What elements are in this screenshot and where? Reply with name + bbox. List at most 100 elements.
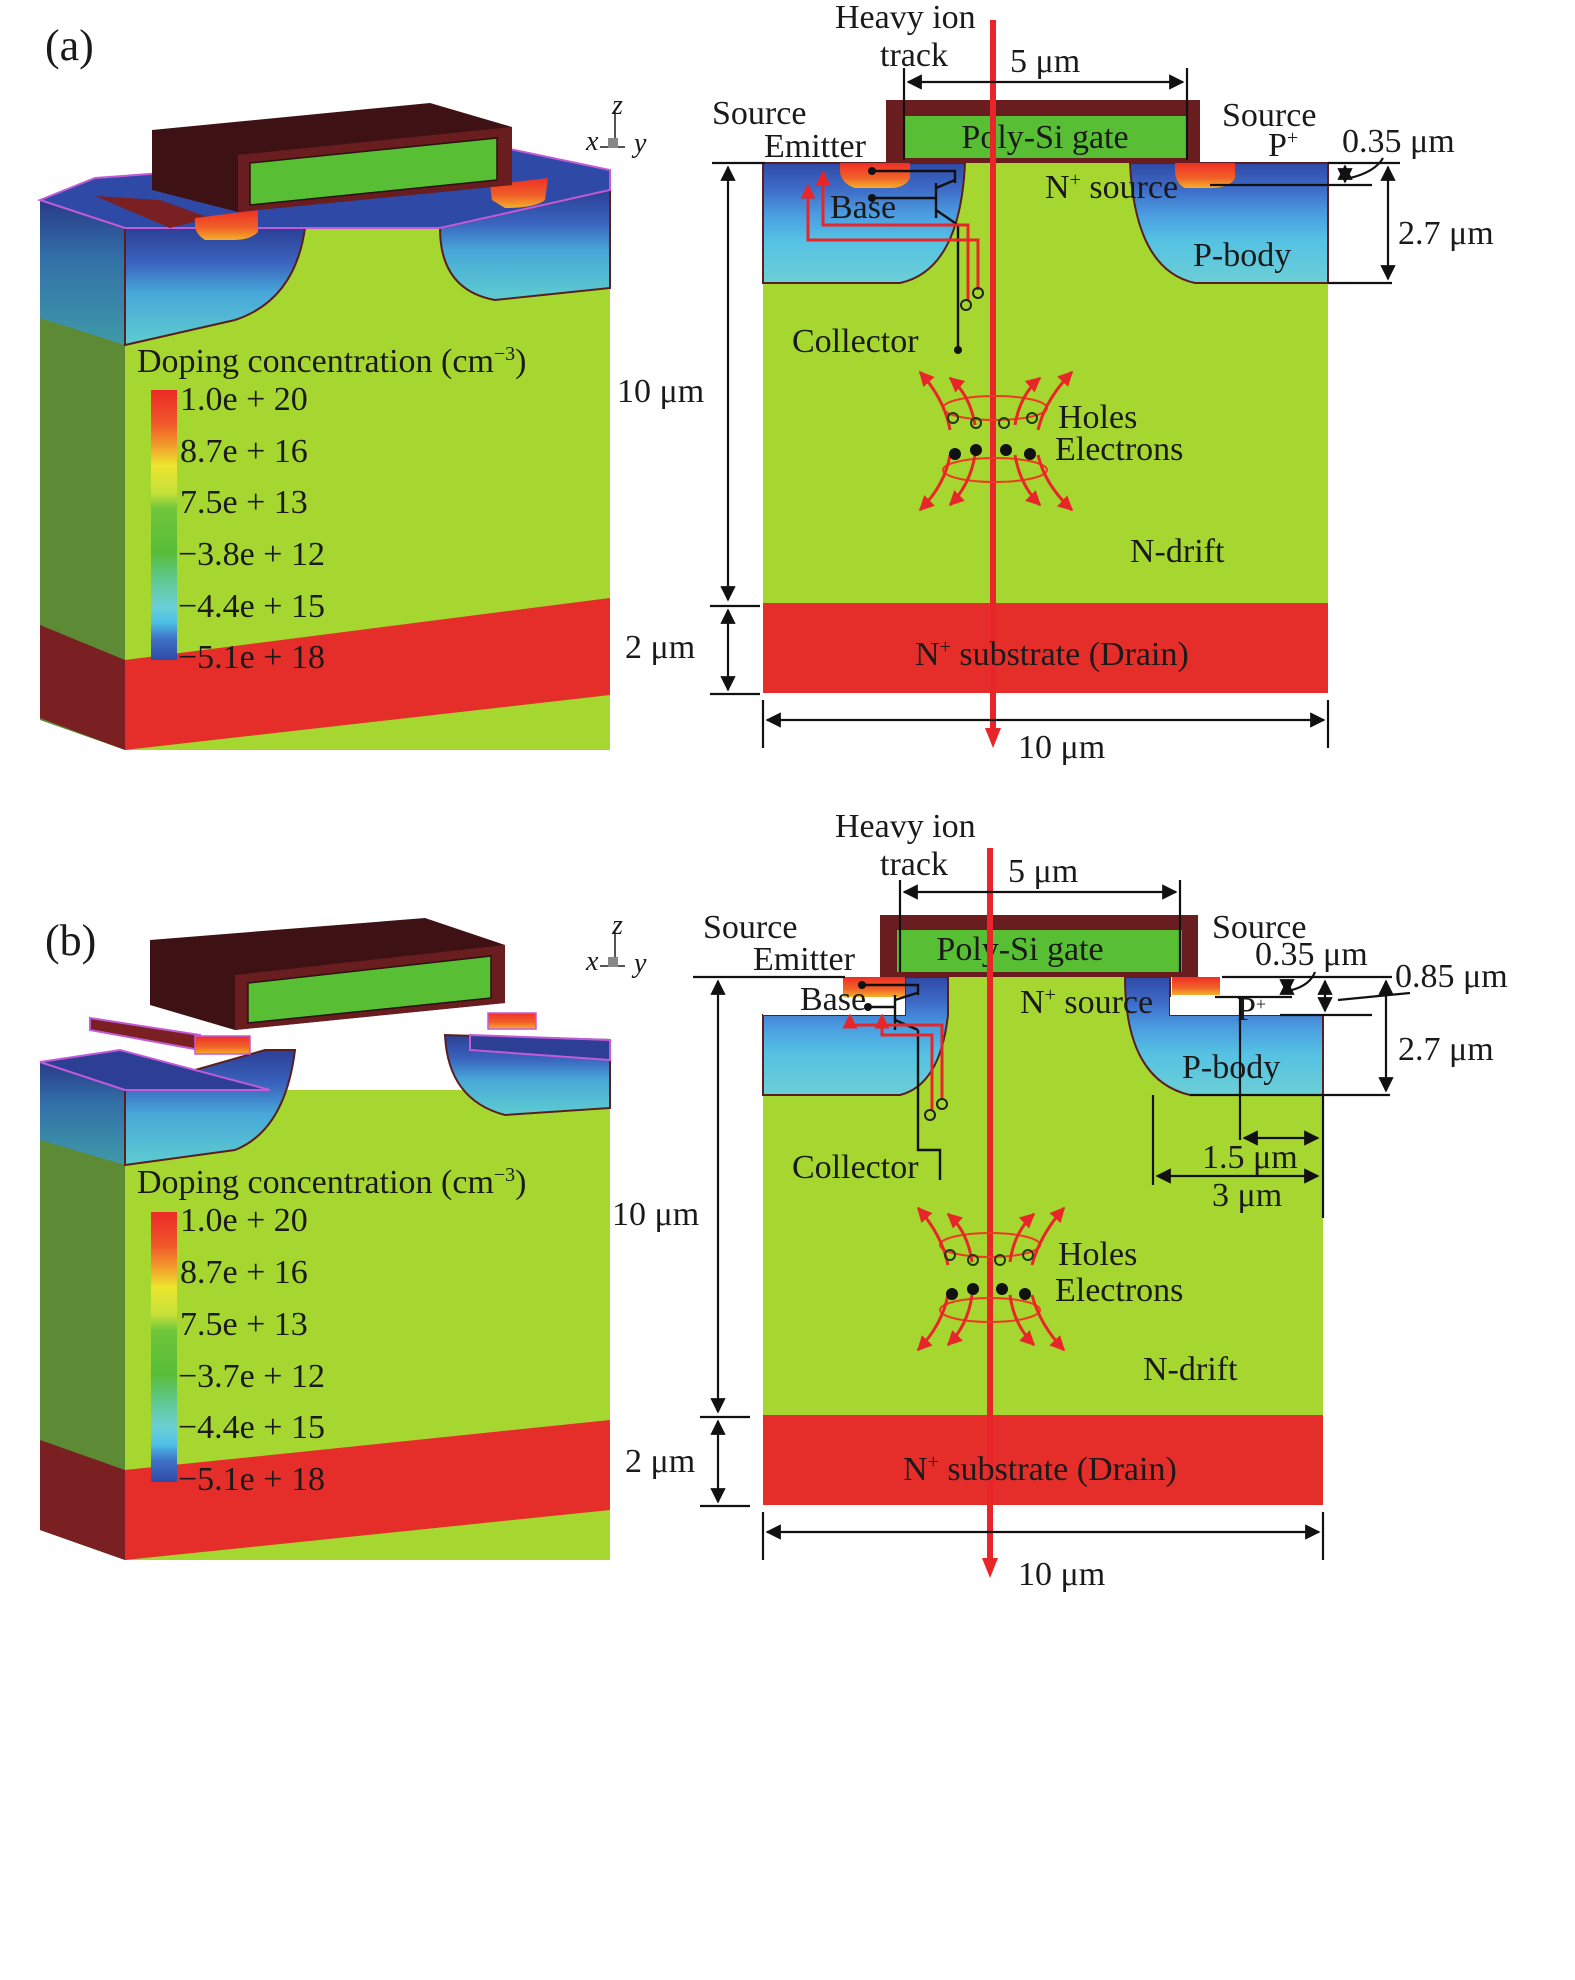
gate-label: Poly-Si gate	[936, 931, 1103, 968]
side-face-substrate	[40, 1440, 125, 1560]
parasitic-bjt	[842, 981, 948, 1180]
electrons-label: Electrons	[1055, 431, 1183, 468]
side-face-drift	[40, 1062, 125, 1560]
axis-triad: z x y	[585, 90, 647, 159]
axis-x-label: x	[585, 946, 599, 977]
legend-tick-3: −3.8e + 12	[178, 536, 325, 573]
side-face-pbody	[40, 1062, 125, 1165]
electron-icon	[946, 1288, 958, 1300]
p-body-label: P-body	[1182, 1049, 1280, 1086]
substrate-label: N+ substrate (Drain)	[903, 1451, 1177, 1488]
n-plus-source-label: N+ source	[1020, 984, 1153, 1021]
dim-2-7-label: 2.7 μm	[1398, 1031, 1494, 1068]
hole-icon	[947, 412, 959, 424]
charge-cloud	[918, 370, 1074, 512]
cross-section-2d: Poly-Si gate	[612, 808, 1508, 1593]
panel-label: (b)	[45, 916, 96, 965]
axis-z-label: z	[611, 90, 623, 121]
n-plus-source-left	[843, 977, 905, 997]
top-source-strip-left	[95, 196, 210, 228]
track-label: track	[880, 37, 948, 74]
n-plus-left-3d	[195, 210, 258, 240]
p-plus-label: P+	[1237, 991, 1266, 1028]
cross-section-2d: Poly-Si gate	[617, 0, 1494, 766]
p-plus-label: P+	[1268, 127, 1298, 164]
doping-legend: Doping concentration (cm−3) 1.0e + 20 8.…	[137, 343, 527, 676]
raised-source-left	[89, 1016, 201, 1052]
hole-icon	[970, 417, 982, 429]
panel-label: (a)	[45, 21, 94, 70]
electron-icon	[967, 1283, 979, 1295]
base-label: Base	[800, 981, 866, 1018]
dim-2-label: 2 μm	[625, 1443, 695, 1480]
parasitic-bjt	[800, 167, 984, 354]
legend-colorbar	[151, 1212, 177, 1482]
dim-2-label: 2 μm	[625, 629, 695, 666]
source-right-label: Source	[1222, 97, 1316, 134]
n-plus-right-3d	[487, 1012, 537, 1030]
gate-width-label: 5 μm	[1010, 43, 1080, 80]
source-left-label: Source	[703, 909, 797, 946]
n-plus-substrate	[763, 1415, 1323, 1505]
p-body-left	[762, 976, 949, 1096]
collector-label: Collector	[792, 1149, 919, 1186]
top-face-left	[39, 1048, 271, 1091]
device-3d: z x y Doping concentration (cm−3) 1.0e +…	[37, 90, 647, 750]
axis-y-label: y	[631, 948, 647, 979]
n-drift-mesa	[930, 977, 1140, 1017]
legend-tick-3: −3.7e + 12	[178, 1358, 325, 1395]
electron-icon	[970, 444, 982, 456]
hole-icon	[1022, 1249, 1034, 1261]
hole-icon	[994, 1254, 1006, 1266]
dimension-lines	[693, 880, 1411, 1560]
legend-tick-4: −4.4e + 15	[178, 588, 325, 625]
substrate-label: N+ substrate (Drain)	[915, 636, 1189, 673]
device-3d: z x y Doping concentration (cm−3) 1.0e +…	[39, 910, 647, 1560]
legend-tick-0: 1.0e + 20	[180, 381, 308, 418]
electron-icon	[949, 448, 961, 460]
hole-icon	[967, 1254, 979, 1266]
electron-icon	[1019, 1288, 1031, 1300]
recess-right	[1170, 997, 1323, 1015]
dim-10-vertical-label: 10 μm	[617, 373, 704, 410]
legend-tick-2: 7.5e + 13	[180, 484, 308, 521]
emitter-label: Emitter	[753, 941, 856, 978]
axis-y-label: y	[631, 128, 647, 159]
track-arrowhead-icon	[982, 1558, 998, 1578]
hole-icon	[1026, 412, 1038, 424]
dim-3-label: 3 μm	[1212, 1177, 1282, 1214]
electron-icon	[1024, 448, 1036, 460]
legend-title: Doping concentration (cm−3)	[137, 343, 527, 380]
collector-label: Collector	[792, 323, 919, 360]
doping-legend: Doping concentration (cm−3) 1.0e + 20 8.…	[137, 1164, 527, 1498]
hole-icon	[998, 417, 1010, 429]
p-body-right	[1123, 976, 1324, 1096]
electron-icon	[996, 1283, 1008, 1295]
base-label: Base	[830, 189, 896, 226]
n-drift-label: N-drift	[1130, 533, 1225, 570]
poly-gate-3d	[247, 955, 492, 1024]
poly-gate-3d	[249, 137, 498, 206]
legend-tick-1: 8.7e + 16	[180, 1254, 308, 1291]
front-face-substrate	[125, 1420, 610, 1560]
n-plus-source-right	[1175, 163, 1235, 188]
panel-a: (a) z	[37, 0, 1494, 766]
n-plus-source-right	[1172, 977, 1220, 995]
legend-tick-4: −4.4e + 15	[178, 1409, 325, 1446]
axis-z-label: z	[611, 910, 623, 941]
dim-0-35-label: 0.35 μm	[1342, 123, 1455, 160]
holes-label: Holes	[1058, 1236, 1137, 1273]
dim-0-35-label: 0.35 μm	[1255, 936, 1368, 973]
legend-tick-2: 7.5e + 13	[180, 1306, 308, 1343]
heavy-ion-label: Heavy ion	[835, 0, 976, 36]
dim-10-horizontal-label: 10 μm	[1018, 1556, 1105, 1593]
dim-1-5-label: 1.5 μm	[1202, 1139, 1298, 1176]
electrons-label: Electrons	[1055, 1272, 1183, 1309]
source-left-label: Source	[712, 95, 806, 132]
dim-10-vertical-label: 10 μm	[612, 1196, 699, 1233]
panel-b: (b) z x y	[39, 808, 1508, 1593]
source-right-label: Source	[1212, 909, 1306, 946]
top-face-right	[469, 1033, 611, 1062]
hole-icon	[944, 1249, 956, 1261]
